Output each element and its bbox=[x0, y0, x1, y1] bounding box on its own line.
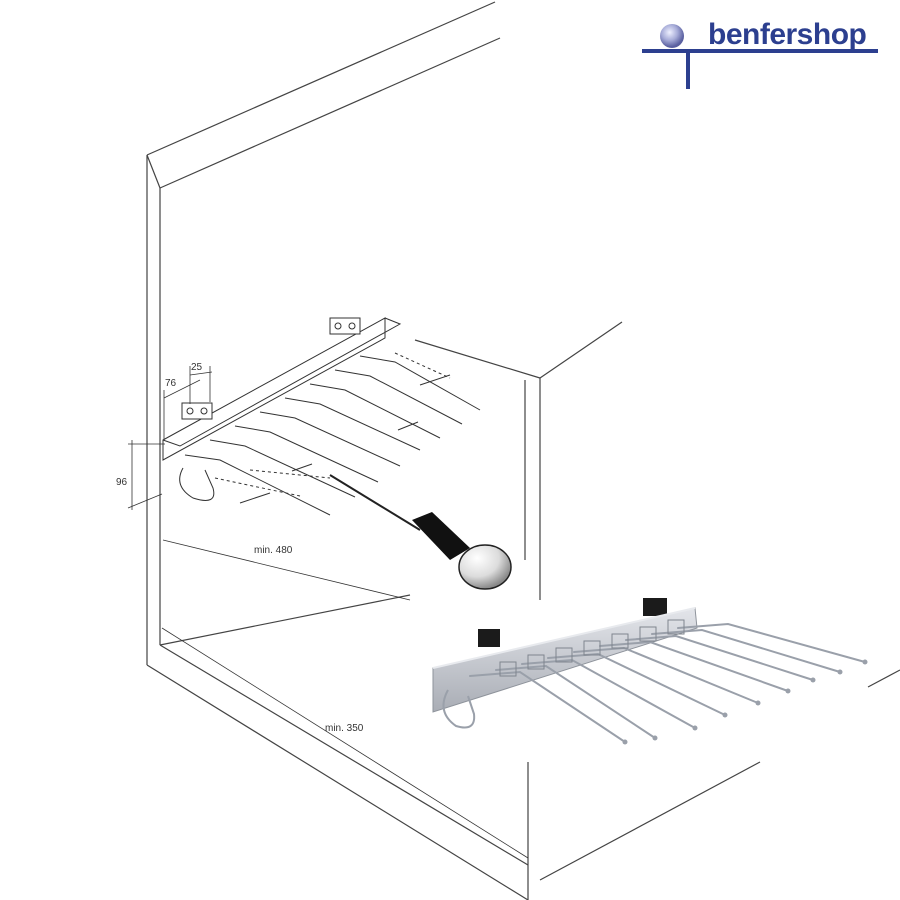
rod-tip bbox=[622, 739, 628, 745]
cabinet bbox=[146, 1, 900, 900]
screwdriver-handle-knob bbox=[458, 544, 512, 590]
mount-block-right bbox=[329, 317, 361, 335]
drill-guide bbox=[249, 469, 331, 479]
mount-hole bbox=[334, 322, 342, 330]
rack-rod bbox=[284, 397, 421, 451]
rod-photo bbox=[547, 652, 726, 716]
dimension-min-350: min. 350 bbox=[325, 723, 364, 734]
rack-rod bbox=[309, 383, 441, 439]
mount-hole bbox=[200, 407, 208, 415]
logo-crossbar bbox=[642, 49, 878, 53]
cabinet-floor-back bbox=[159, 594, 411, 646]
cabinet-floor-right bbox=[539, 761, 761, 881]
screwdriver-shaft bbox=[329, 474, 421, 531]
dim-350-line bbox=[161, 627, 529, 859]
screws bbox=[239, 374, 451, 504]
dim-25-line bbox=[189, 371, 213, 376]
dimension-25: 25 bbox=[191, 362, 203, 373]
rack-pad-right bbox=[643, 598, 667, 616]
cabinet-top-inner bbox=[159, 37, 501, 189]
cutout bbox=[555, 647, 573, 663]
cutout bbox=[499, 661, 517, 677]
rod-tip bbox=[810, 677, 816, 683]
mounted-rack bbox=[162, 317, 481, 516]
brand-logo-text: benfershop bbox=[708, 18, 867, 51]
rod-tip bbox=[785, 688, 791, 694]
rack-rod bbox=[259, 411, 401, 467]
logo-sphere bbox=[660, 24, 684, 48]
cutout bbox=[527, 654, 545, 670]
rod-tip bbox=[862, 659, 868, 665]
rod-tip bbox=[652, 735, 658, 741]
cabinet-back-right bbox=[414, 339, 541, 379]
dimension-96: 96 bbox=[116, 477, 128, 488]
mount-hole bbox=[348, 322, 356, 330]
mount-hole bbox=[186, 407, 194, 415]
rack-rail bbox=[162, 317, 386, 461]
rack-rods bbox=[184, 355, 481, 516]
cutout bbox=[667, 619, 685, 635]
rod-photo bbox=[651, 628, 841, 673]
rack-rail-top-edge bbox=[432, 607, 696, 669]
rack-rod bbox=[184, 454, 331, 516]
cabinet-floor-front bbox=[159, 644, 529, 866]
screwdriver-handle-grip bbox=[412, 512, 470, 560]
logo-stem bbox=[686, 53, 690, 89]
cabinet-front-top bbox=[539, 321, 623, 379]
product-rack-photo bbox=[432, 598, 868, 745]
rack-rod bbox=[209, 439, 356, 498]
screw bbox=[291, 463, 313, 472]
dim-76-line bbox=[163, 379, 201, 399]
dimension-lines bbox=[127, 366, 529, 859]
dimension-76: 76 bbox=[165, 378, 177, 389]
drill-guides bbox=[214, 352, 451, 497]
rod-photo bbox=[599, 640, 789, 692]
rod-tip bbox=[722, 712, 728, 718]
rack-rod bbox=[334, 369, 463, 425]
rod-tip bbox=[755, 700, 761, 706]
cabinet-top-edge bbox=[146, 1, 496, 156]
drill-guide bbox=[214, 477, 301, 497]
rack-hook bbox=[179, 467, 215, 501]
mount-block-left bbox=[181, 402, 213, 420]
screw bbox=[397, 421, 419, 431]
screw bbox=[419, 374, 451, 386]
cutout bbox=[639, 626, 657, 642]
rod-photo bbox=[495, 664, 656, 739]
rack-hook-photo bbox=[442, 689, 476, 729]
dim-96-tick-bottom bbox=[127, 493, 163, 509]
rod-photo bbox=[677, 622, 866, 663]
rack-rail-top bbox=[162, 317, 402, 447]
dimension-min-480: min. 480 bbox=[254, 545, 293, 556]
rack-rod bbox=[234, 425, 379, 483]
rail-cutouts bbox=[499, 619, 685, 677]
rod-tips bbox=[622, 659, 868, 745]
dim-480-line bbox=[162, 539, 411, 601]
cabinet-bottom-left bbox=[146, 664, 529, 900]
rack-pad-left bbox=[478, 629, 500, 647]
rack-rods-photo bbox=[469, 622, 866, 743]
rack-rod bbox=[359, 355, 481, 411]
cabinet-front-bottom-edge bbox=[867, 669, 900, 688]
rod-tip bbox=[692, 725, 698, 731]
cabinet-top-front bbox=[146, 154, 161, 189]
rod-tip bbox=[837, 669, 843, 675]
rod-photo bbox=[625, 634, 814, 681]
cutout bbox=[611, 633, 629, 649]
screwdriver-icon bbox=[329, 474, 512, 590]
brand-logo-mark bbox=[642, 24, 878, 89]
drill-guide bbox=[394, 352, 451, 379]
cutout bbox=[583, 640, 601, 656]
rod-photo bbox=[469, 670, 626, 743]
screw bbox=[239, 492, 271, 504]
